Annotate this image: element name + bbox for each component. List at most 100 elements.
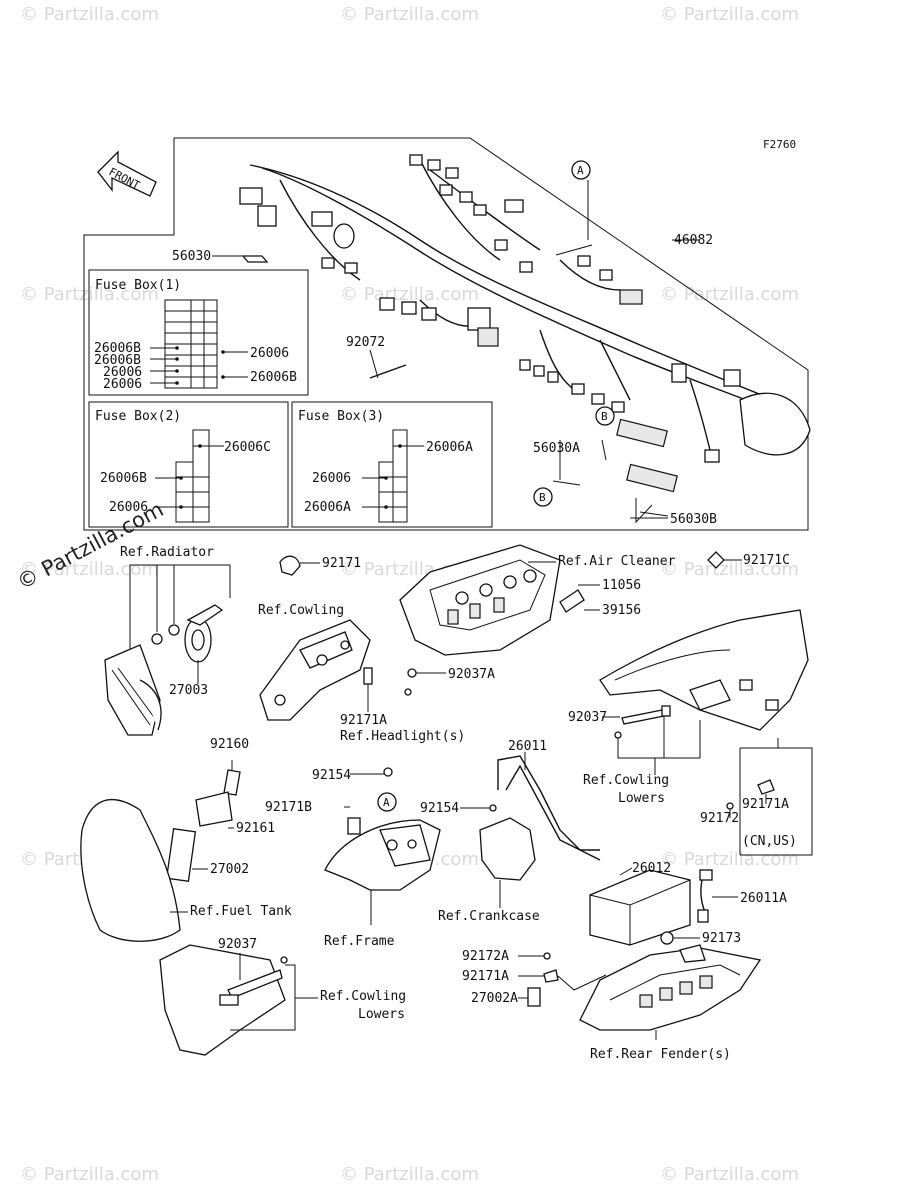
tag-56030: [241, 255, 269, 263]
callout-92173: 92173: [702, 931, 741, 946]
watermark: © Partzilla.com: [340, 1164, 479, 1185]
crankcase-bracket: [479, 817, 536, 881]
watermark: © Partzilla.com: [660, 559, 799, 580]
bracket-92161: [195, 791, 233, 827]
ref-cowling: Ref.Cowling: [258, 603, 344, 618]
callout-56030a: 56030A: [533, 441, 580, 456]
pad-92160: [223, 769, 241, 796]
callout-26011: 26011: [508, 739, 547, 754]
front-arrow-icon: FRONT: [97, 150, 157, 197]
callout-92171: 92171: [322, 556, 361, 571]
marker-label: B: [601, 410, 608, 423]
fuse-label: 26006B: [94, 353, 141, 368]
callout-92161: 92161: [236, 821, 275, 836]
callout-92171a-fender: 92171A: [462, 969, 509, 984]
callout-56030: 56030: [172, 249, 211, 264]
ref-rear-fender: Ref.Rear Fender(s): [590, 1047, 731, 1062]
callout-92037-right: 92037: [568, 710, 607, 725]
relay-27002a: [527, 987, 541, 1007]
fuse-label: 26006: [312, 471, 351, 486]
cowling-lower-front: [159, 944, 288, 1056]
fuse-label: 26006B: [100, 471, 147, 486]
callout-92037-front: 92037: [218, 937, 257, 952]
fuse-box-2: Fuse Box(2) 26006C 26006B 26006: [88, 401, 289, 528]
main-harness-frame: [83, 137, 809, 531]
callout-92172a: 92172A: [462, 949, 509, 964]
fuse-box-3: Fuse Box(3) 26006A 26006 26006A: [291, 401, 493, 528]
callout-26012: 26012: [632, 861, 671, 876]
radiator-horn-assembly: [104, 564, 231, 736]
fuse-box-title: Fuse Box(2): [95, 409, 181, 424]
fuse-label: 26006B: [94, 341, 141, 356]
figure-code: F2760: [763, 138, 796, 151]
fuse-label: 26006A: [304, 500, 351, 515]
ref-headlight: Ref.Headlight(s): [340, 729, 465, 744]
callout-92172: 92172: [700, 811, 739, 826]
watermark: © Partzilla.com: [340, 4, 479, 25]
fuse-box-title: Fuse Box(3): [298, 409, 384, 424]
air-cleaner: [399, 544, 585, 656]
cowling-bracket: [259, 619, 373, 721]
ref-cowling-lowers-front: Ref.Cowling: [320, 989, 406, 1004]
callout-39156: 39156: [602, 603, 641, 618]
callout-27002a: 27002A: [471, 991, 518, 1006]
callout-92037a: 92037A: [448, 667, 495, 682]
callout-11056: 11056: [602, 578, 641, 593]
fuse-label: 26006C: [224, 440, 271, 455]
callout-27003: 27003: [169, 683, 208, 698]
fuse-label: 26006A: [426, 440, 473, 455]
marker-b-top: B: [595, 406, 615, 426]
ref-cowling-lowers-right: Ref.Cowling: [583, 773, 669, 788]
watermark: © Partzilla.com: [660, 284, 799, 305]
marker-a-frame: A: [377, 792, 397, 812]
relay-27002: [165, 827, 197, 883]
callout-92171a-cowling: 92171A: [340, 713, 387, 728]
ref-cowling-lowers-right-2: Lowers: [618, 791, 665, 806]
callout-92154-frame: 92154: [312, 768, 351, 783]
callout-26011a: 26011A: [740, 891, 787, 906]
marker-label: A: [577, 164, 584, 177]
marker-b-bottom: B: [533, 487, 553, 507]
ref-fuel-tank: Ref.Fuel Tank: [190, 904, 292, 919]
callout-92171c: 92171C: [743, 553, 790, 568]
ref-crankcase: Ref.Crankcase: [438, 909, 540, 924]
watermark: © Partzilla.com: [660, 1164, 799, 1185]
callout-92171b: 92171B: [265, 800, 312, 815]
callout-27002: 27002: [210, 862, 249, 877]
ref-air-cleaner: Ref.Air Cleaner: [558, 554, 676, 569]
marker-label: A: [383, 796, 390, 809]
rear-fender: [579, 944, 762, 1031]
clip-92171: [279, 555, 301, 576]
watermark: © Partzilla.com: [660, 849, 799, 870]
callout-92072: 92072: [346, 335, 385, 350]
fuse-box-title: Fuse Box(1): [95, 278, 181, 293]
watermark: © Partzilla.com: [660, 4, 799, 25]
watermark: © Partzilla.com: [20, 1164, 159, 1185]
cowling-lower-right: [599, 609, 809, 731]
callout-92154-cable: 92154: [420, 801, 459, 816]
watermark: © Partzilla.com: [340, 284, 479, 305]
callout-92160: 92160: [210, 737, 249, 752]
ref-frame: Ref.Frame: [324, 934, 395, 949]
ref-radiator: Ref.Radiator: [120, 545, 214, 560]
fuse-label: 26006: [103, 365, 142, 380]
callout-46082: 46082: [674, 233, 713, 248]
fuse-label: 26006: [103, 377, 142, 392]
watermark: © Partzilla.com: [20, 4, 159, 25]
battery-26012: [589, 869, 691, 946]
frame-assembly: [324, 767, 441, 925]
marker-label: B: [539, 491, 546, 504]
fuse-label: 26006B: [250, 370, 297, 385]
fuse-label: 26006: [250, 346, 289, 361]
main-harness: [239, 154, 811, 493]
watermark: © Partzilla.com: [20, 559, 159, 580]
fuse-box-1: Fuse Box(1) 26006B 26006B 26006 26006 26…: [88, 269, 309, 396]
callout-92171a-inset: 92171A: [742, 797, 789, 812]
ref-cowling-lowers-front-2: Lowers: [358, 1007, 405, 1022]
callout-56030b: 56030B: [670, 512, 717, 527]
fuel-tank: [80, 799, 181, 942]
fuse-label: 26006: [109, 500, 148, 515]
marker-a-harness: A: [571, 160, 591, 180]
cn-us-note: (CN,US): [742, 834, 797, 849]
